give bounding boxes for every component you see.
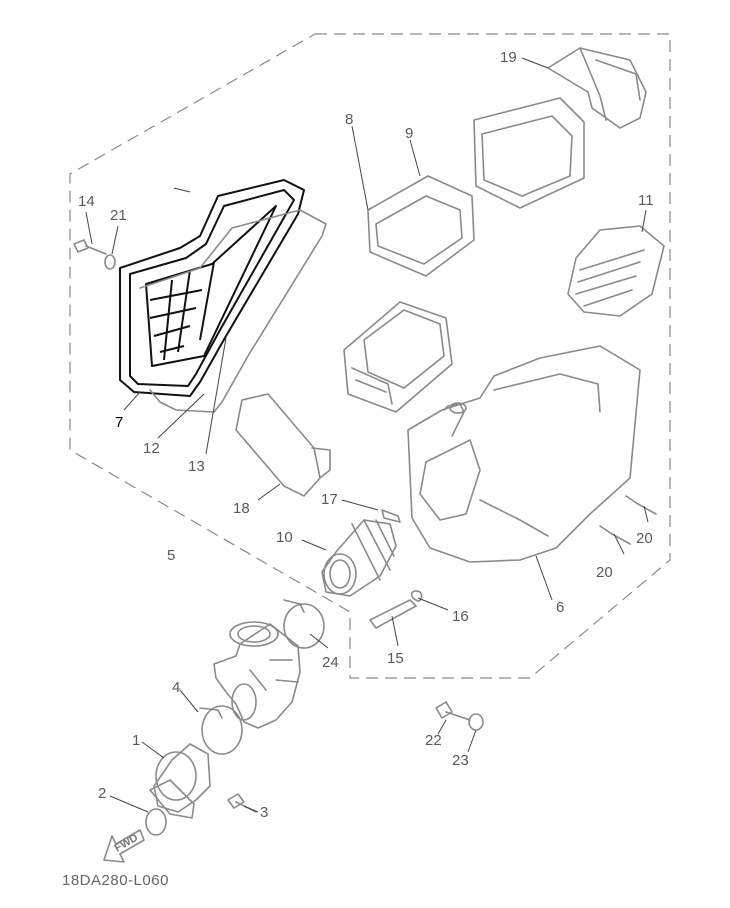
part-10-carburetor-joint (321, 519, 397, 597)
callout-4: 4 (172, 679, 180, 696)
part-8-filter-sleeve-small (367, 175, 475, 277)
part-24-clamp (283, 599, 325, 649)
callout-3: 3 (260, 804, 268, 821)
callout-19: 19 (500, 49, 517, 66)
part-20-fitting-a (625, 495, 657, 515)
callout-2: 2 (98, 785, 106, 802)
part-11-intake-duct (567, 225, 665, 317)
callout-5: 5 (167, 547, 175, 564)
callout-20-a: 20 (636, 530, 653, 547)
part-12-gasket (139, 209, 327, 413)
callout-20-b: 20 (596, 564, 613, 581)
leader-lines (85, 57, 649, 813)
forward-direction-icon: FWD (103, 829, 145, 863)
part-16-clip (410, 590, 423, 602)
callout-7: 7 (115, 414, 123, 431)
part-1-intake-manifold (149, 743, 211, 819)
callout-23: 23 (452, 752, 469, 769)
part-9-filter-sleeve-large (473, 97, 585, 209)
part-2-o-ring (145, 808, 167, 836)
part-23-washer (468, 713, 484, 731)
part-21-washer (104, 254, 116, 270)
part-18-gasket (235, 393, 331, 497)
part-22-bolt (435, 701, 471, 721)
filter-element (343, 301, 453, 413)
carburetor (213, 621, 301, 729)
part-15-pin (369, 599, 417, 629)
callout-9: 9 (405, 125, 413, 142)
callout-1: 1 (132, 732, 140, 749)
callout-24: 24 (322, 654, 339, 671)
callout-13: 13 (188, 458, 205, 475)
callout-8: 8 (345, 111, 353, 128)
callout-12: 12 (143, 440, 160, 457)
callout-18: 18 (233, 500, 250, 517)
callout-17: 17 (321, 491, 338, 508)
part-14-bolt (73, 239, 107, 255)
callout-21: 21 (110, 207, 127, 224)
callout-16: 16 (452, 608, 469, 625)
part-4-clamp (199, 705, 243, 755)
part-19-bracket (547, 47, 647, 129)
callout-10: 10 (276, 529, 293, 546)
part-7-air-filter-cover (119, 179, 305, 397)
part-6-air-filter-case (407, 345, 641, 563)
callout-15: 15 (387, 650, 404, 667)
callout-6: 6 (556, 599, 564, 616)
drawing-code: 18DA280-L060 (62, 872, 169, 889)
callout-22: 22 (425, 732, 442, 749)
part-20-fitting-b (599, 525, 631, 545)
callout-11: 11 (638, 192, 654, 209)
part-17-hose (381, 509, 401, 523)
assembly-boundary (69, 33, 671, 679)
callout-14: 14 (78, 193, 95, 210)
